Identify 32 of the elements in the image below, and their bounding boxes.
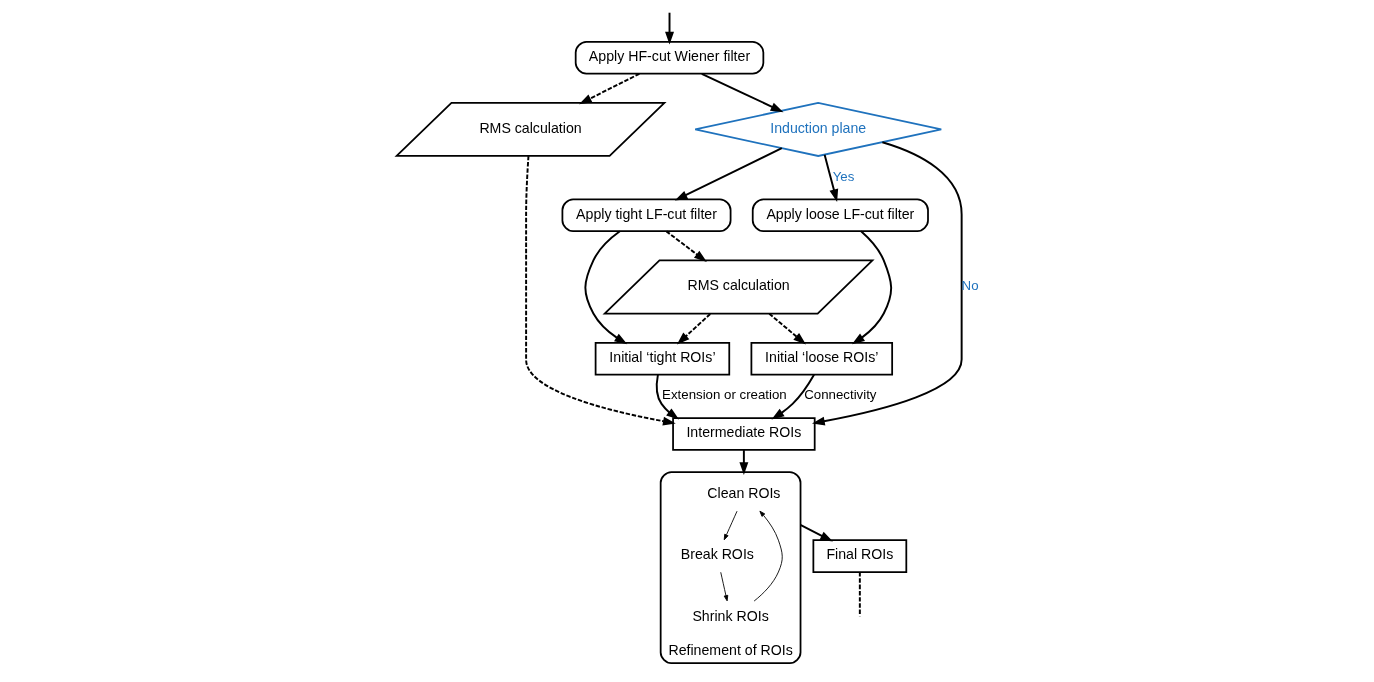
arrow xyxy=(753,510,783,602)
node-text: Clean ROIs xyxy=(706,485,780,502)
node-box: Apply tight LF-cut filter xyxy=(561,198,731,233)
node-box: Apply loose LF-cut filter xyxy=(751,198,929,233)
node-box: Final ROIs xyxy=(812,539,907,573)
edge-label: Connectivity xyxy=(803,387,876,403)
arrow xyxy=(719,571,728,602)
arrow xyxy=(723,510,737,541)
arrow xyxy=(664,11,674,45)
arrow xyxy=(655,373,679,420)
arrow xyxy=(700,72,783,113)
node-box: Initial ‘tight ROIs’ xyxy=(594,341,730,376)
arrow xyxy=(676,312,711,345)
edge-label: Extension or creation xyxy=(661,387,787,403)
arrow xyxy=(578,72,640,105)
arrow xyxy=(771,373,815,420)
arrow xyxy=(811,141,963,426)
arrow xyxy=(767,312,806,345)
arrow xyxy=(674,147,783,201)
arrow xyxy=(524,155,676,426)
arrow xyxy=(583,230,627,345)
arrow xyxy=(738,449,748,475)
arrow xyxy=(665,230,707,263)
arrow xyxy=(799,523,833,542)
arrow xyxy=(823,153,838,202)
arrow xyxy=(851,230,892,345)
edge-label: Yes xyxy=(832,168,854,184)
node-box: Apply HF-cut Wiener filter xyxy=(574,40,764,75)
node-box: Intermediate ROIs xyxy=(671,417,816,451)
node-text: Shrink ROIs xyxy=(691,607,769,624)
node-text: Break ROIs xyxy=(680,546,754,563)
node-box: Initial ‘loose ROIs’ xyxy=(750,341,893,376)
